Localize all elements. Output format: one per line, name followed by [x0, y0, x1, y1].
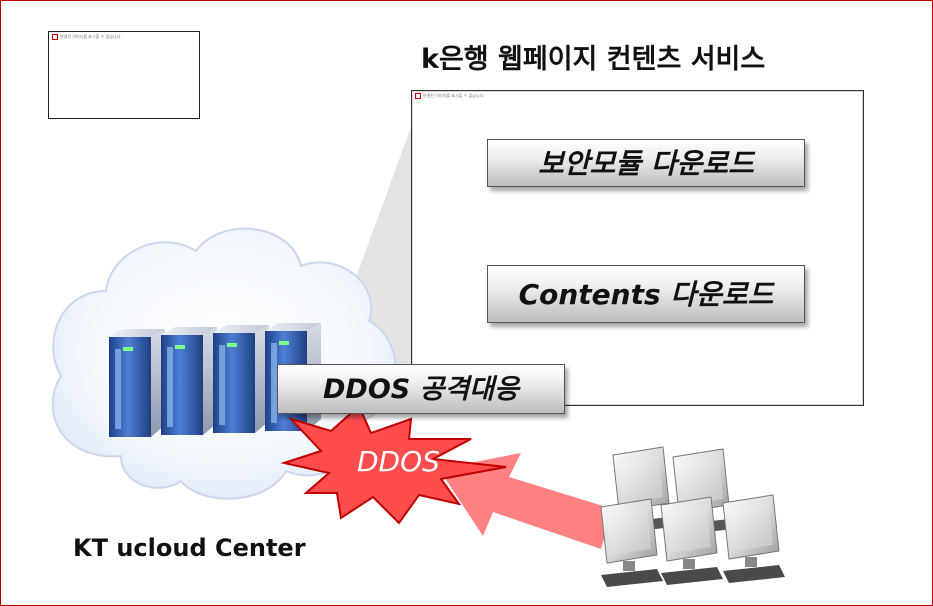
attacker-computers: [600, 446, 785, 587]
server-unit: [109, 329, 165, 437]
image-placeholder-small: 연결된 이미지를 표시할 수 없습니다.: [48, 31, 200, 119]
webpage-frame-caption: 연결된 이미지를 표시할 수 없습니다.: [415, 93, 485, 99]
center-label: KT ucloud Center: [73, 534, 306, 562]
server-unit: [161, 327, 217, 435]
ddos-burst: [280, 404, 507, 525]
ddos-burst-label: DDOS: [357, 445, 440, 478]
ddos-response-button[interactable]: DDOS 공격대응: [277, 364, 565, 414]
computer: [660, 496, 723, 585]
webpage-frame: 연결된 이미지를 표시할 수 없습니다.: [411, 90, 864, 406]
server-unit: [213, 325, 269, 433]
placeholder-caption: 연결된 이미지를 표시할 수 없습니다.: [52, 34, 122, 40]
contents-download-button[interactable]: Contents 다운로드: [487, 265, 805, 323]
page-title: k은행 웹페이지 컨텐츠 서비스: [421, 44, 766, 75]
attack-arrow: [439, 453, 613, 549]
computer: [600, 498, 663, 587]
computer: [722, 494, 785, 583]
security-module-download-button[interactable]: 보안모듈 다운로드: [487, 139, 805, 187]
